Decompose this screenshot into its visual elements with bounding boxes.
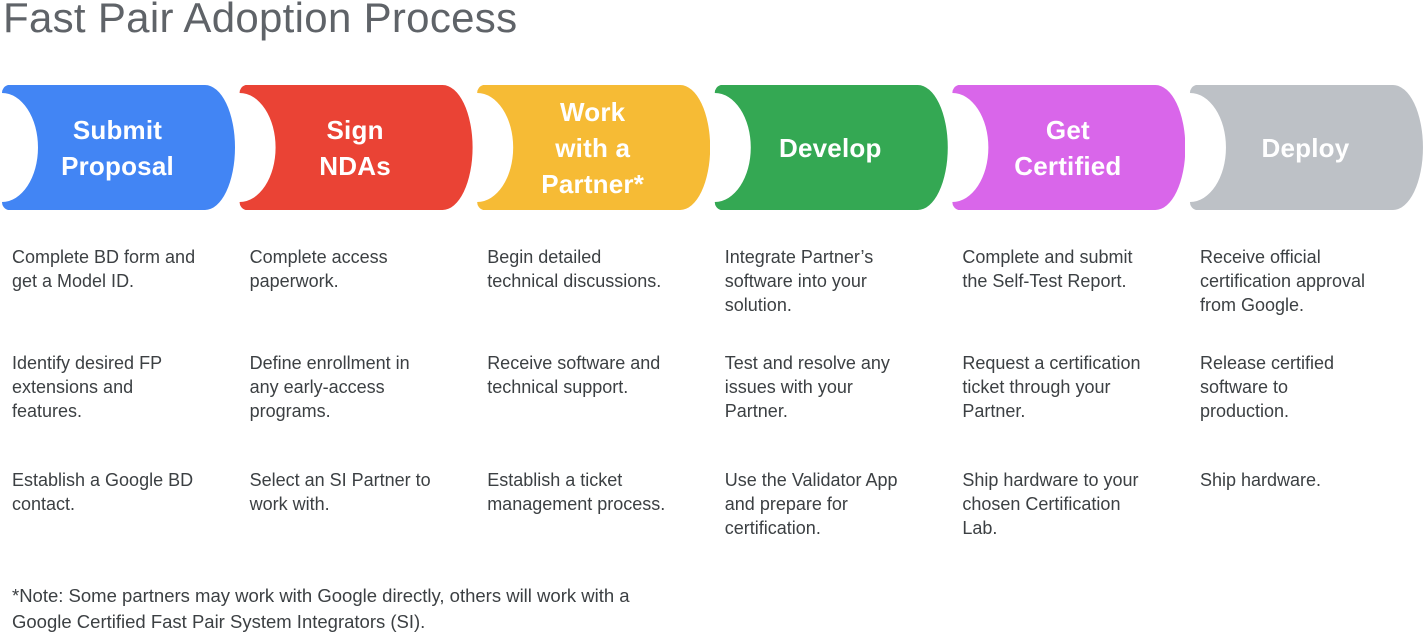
task-text-sign-ndas-2: Define enrollment in any early-access pr… bbox=[249, 353, 410, 421]
task-text-get-certified-2: Request a certification ticket through y… bbox=[962, 353, 1141, 421]
step-label: Develop bbox=[779, 132, 882, 163]
task-text-sign-ndas-1: Complete access paperwork. bbox=[249, 247, 388, 291]
step-label: Work with a Partner* bbox=[541, 96, 645, 199]
step-pill-develop: Develop bbox=[713, 85, 948, 210]
page-title: Fast Pair Adoption Process bbox=[3, 0, 518, 41]
task-text-submit-proposal-2: Identify desired FP extensions and featu… bbox=[12, 353, 163, 421]
task-text-get-certified-1: Complete and submit the Self-Test Report… bbox=[962, 247, 1133, 291]
tasks-grid: Complete BD form and get a Model ID. Comp… bbox=[0, 245, 1423, 540]
task-text-work-with-a-partner-3: Establish a ticket management process. bbox=[487, 470, 666, 514]
step-pill-sign-ndas: Sign NDAs bbox=[238, 85, 473, 210]
task-text-develop-1: Integrate Partner’s software into your s… bbox=[724, 247, 874, 315]
task-text-deploy-2: Release certified software to production… bbox=[1199, 353, 1335, 421]
task-text-get-certified-3: Ship hardware to your chosen Certificati… bbox=[962, 470, 1139, 538]
step-label: Sign NDAs bbox=[319, 114, 391, 181]
task-text-submit-proposal-3: Establish a Google BD contact. bbox=[12, 470, 194, 514]
step-label: Submit Proposal bbox=[61, 114, 174, 181]
task-text-deploy-1: Receive official certification approval … bbox=[1199, 247, 1366, 315]
task-text-work-with-a-partner-1: Begin detailed technical discussions. bbox=[487, 247, 662, 291]
step-pill-get-certified: Get Certified bbox=[950, 85, 1185, 210]
step-label: Deploy bbox=[1261, 132, 1350, 163]
step-pill-work-with-a-partner: Work with a Partner* bbox=[475, 85, 710, 210]
step-pill-deploy: Deploy bbox=[1188, 85, 1423, 210]
task-text-deploy-3: Ship hardware. bbox=[1199, 470, 1322, 490]
task-text-submit-proposal-1: Complete BD form and get a Model ID. bbox=[12, 247, 196, 291]
task-text-develop-2: Test and resolve any issues with your Pa… bbox=[724, 353, 890, 421]
step-pill-submit-proposal: Submit Proposal bbox=[0, 85, 235, 210]
task-text-develop-3: Use the Validator App and prepare for ce… bbox=[724, 470, 898, 538]
step-label: Get Certified bbox=[1014, 114, 1122, 181]
process-pills: Submit Proposal Sign NDAs Work with a Pa… bbox=[0, 85, 1423, 210]
task-text-sign-ndas-3: Select an SI Partner to work with. bbox=[249, 470, 431, 514]
task-text-work-with-a-partner-2: Receive software and technical support. bbox=[487, 353, 661, 397]
footnote: *Note: Some partners may work with Googl… bbox=[12, 585, 630, 632]
